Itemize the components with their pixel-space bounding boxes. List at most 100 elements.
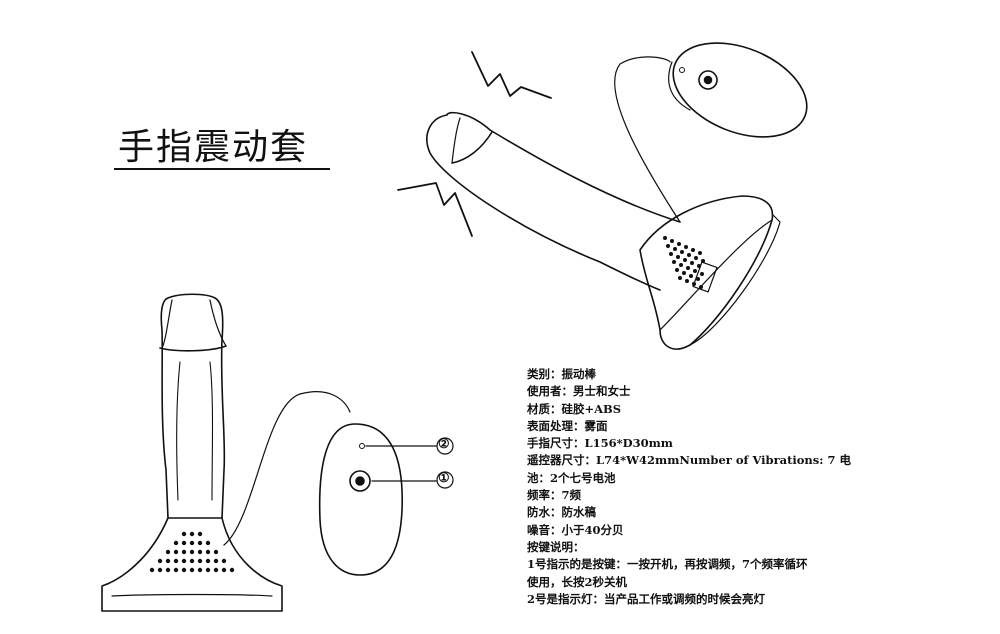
spec-line: 按键说明： (527, 539, 585, 554)
angled-base-slot (692, 261, 718, 293)
base-dot (181, 540, 187, 546)
base-dot (205, 567, 211, 573)
spec-line: 类别：振动棒 (527, 367, 596, 381)
base-dot (205, 540, 211, 546)
upright-sleeve-base (101, 517, 283, 612)
base-dot (691, 248, 695, 252)
angled-remote-button (698, 70, 718, 90)
upright-sleeve-shaft (160, 293, 226, 519)
upright-remote-led (359, 443, 365, 449)
base-dot (157, 558, 163, 564)
angled-remote (672, 42, 808, 138)
upright-remote-wire (223, 391, 351, 546)
base-dot (173, 567, 179, 573)
upright-remote (318, 423, 404, 576)
base-dot (697, 264, 701, 268)
angled-remote-led (679, 67, 685, 73)
base-dot (213, 558, 219, 564)
angled-sleeve-tip (451, 131, 493, 164)
spec-line: 遥控器尺寸：L74*W42mmNumber of Vibrations: 7 电 (527, 453, 852, 468)
base-dot (670, 239, 674, 243)
base-dot (698, 251, 702, 255)
base-dot (699, 285, 703, 289)
spec-line: 手指尺寸：L156*D30mm (527, 436, 673, 451)
base-dot (197, 549, 203, 555)
angled-sleeve-view (397, 42, 808, 350)
base-dot (678, 276, 682, 280)
base-dot (181, 558, 187, 564)
base-dot (213, 567, 219, 573)
base-dot (694, 256, 698, 260)
base-dot (189, 531, 195, 537)
base-dot (679, 263, 683, 267)
base-dot (189, 540, 195, 546)
upright-sleeve-view (101, 293, 454, 612)
base-dot (229, 567, 235, 573)
base-dot (663, 236, 667, 240)
base-dot (693, 269, 697, 273)
led-callout-label: ② (438, 437, 450, 452)
base-dot (686, 266, 690, 270)
base-dot (181, 549, 187, 555)
base-dot (690, 261, 694, 265)
base-dot (684, 245, 688, 249)
base-dot (197, 540, 203, 546)
angled-sleeve-shaft (426, 111, 681, 291)
spec-line: 防水：防水稿 (527, 505, 596, 520)
angled-remote-wire (614, 56, 681, 223)
base-dot (673, 247, 677, 251)
base-dot (685, 279, 689, 283)
base-dot (149, 567, 155, 573)
upright-sleeve-tip (159, 345, 227, 352)
base-dot (173, 540, 179, 546)
base-dot (165, 567, 171, 573)
upright-base-dot-grid (149, 531, 235, 573)
base-dot (669, 252, 673, 256)
base-dot (687, 253, 691, 257)
base-dot (173, 558, 179, 564)
base-dot (692, 282, 696, 286)
spec-line: 表面处理：雾面 (527, 418, 608, 433)
base-dot (189, 549, 195, 555)
spec-line: 1号指示的是按键：一按开机，再按调频，7个频率循环 (527, 557, 808, 572)
spec-line: 材质：硅胶+ABS (527, 401, 622, 416)
base-dot (205, 549, 211, 555)
vibration-mark-top (471, 51, 552, 99)
spec-line: 使用者：男士和女士 (527, 384, 631, 399)
spec-line: 频率：7频 (527, 488, 582, 503)
button-callout-label: ① (438, 471, 450, 486)
base-dot (677, 242, 681, 246)
base-dot (689, 274, 693, 278)
base-dot (213, 549, 219, 555)
upright-remote-button (349, 470, 371, 492)
base-dot (181, 567, 187, 573)
base-dot (197, 567, 203, 573)
spec-line: 噪音：小于40分贝 (527, 522, 624, 537)
vibration-mark-bottom (397, 182, 473, 237)
title-underline (114, 168, 330, 170)
base-dot (676, 255, 680, 259)
base-dot (165, 558, 171, 564)
base-dot (181, 531, 187, 537)
base-dot (197, 531, 203, 537)
angled-sleeve-base (639, 195, 774, 350)
base-dot (701, 259, 705, 263)
base-dot (672, 260, 676, 264)
spec-line: 池：2个七号电池 (527, 470, 616, 485)
base-dot (682, 271, 686, 275)
base-dot (666, 244, 670, 248)
base-dot (173, 549, 179, 555)
base-dot (696, 277, 700, 281)
base-dot (680, 250, 684, 254)
base-dot (157, 567, 163, 573)
base-dot (700, 272, 704, 276)
spec-list: 类别：振动棒 使用者：男士和女士 材质：硅胶+ABS 表面处理：雾面 手指尺寸：… (527, 366, 852, 608)
base-dot (675, 268, 679, 272)
base-dot (189, 558, 195, 564)
base-dot (205, 558, 211, 564)
spec-line: 使用，长按2秒关机 (527, 574, 628, 589)
base-dot (189, 567, 195, 573)
angled-base-dot-grid (663, 236, 705, 289)
base-dot (197, 558, 203, 564)
base-dot (221, 558, 227, 564)
